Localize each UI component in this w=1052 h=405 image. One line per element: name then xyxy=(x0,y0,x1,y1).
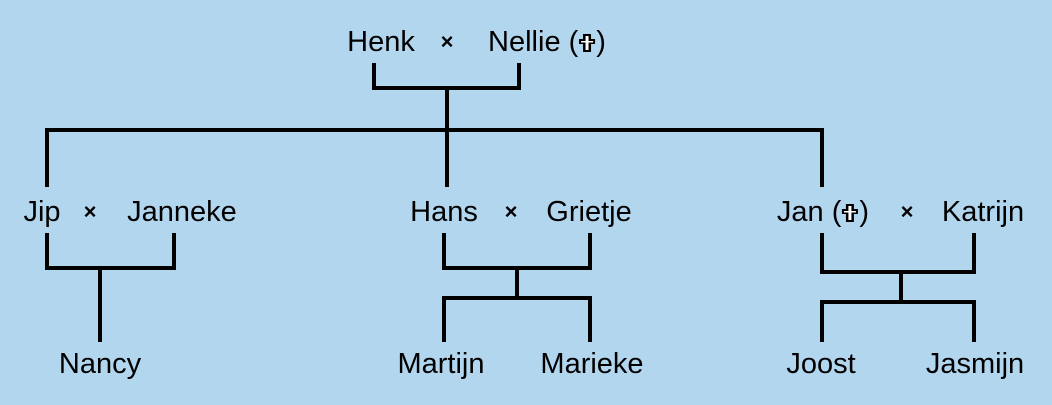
children-bar-hans-grietje xyxy=(442,296,592,342)
person-jasmijn: Jasmijn xyxy=(925,348,1025,380)
person-nellie-name: Nellie xyxy=(488,26,561,58)
person-martijn: Martijn xyxy=(397,348,485,380)
couple-bracket-henk-nellie xyxy=(372,63,521,90)
person-janneke: Janneke xyxy=(127,196,237,228)
person-joost: Joost xyxy=(786,348,856,380)
cross-icon xyxy=(579,34,596,52)
person-grietje: Grietje xyxy=(546,196,632,228)
person-hans: Hans xyxy=(410,196,478,228)
person-jip: Jip xyxy=(23,196,61,228)
marriage-symbol: × xyxy=(83,199,97,224)
person-marieke: Marieke xyxy=(540,348,644,380)
person-katrijn: Katrijn xyxy=(941,196,1025,228)
person-jan-name: Jan xyxy=(776,196,824,228)
marriage-symbol: × xyxy=(440,29,454,54)
couple-bracket-hans-grietje xyxy=(442,233,592,270)
person-henk: Henk xyxy=(347,26,415,58)
person-nellie: Nellie () xyxy=(488,26,606,58)
children-bar-jan-katrijn xyxy=(820,300,976,342)
cross-icon xyxy=(842,204,859,222)
marriage-symbol: × xyxy=(504,199,518,224)
couple-bracket-jip-janneke xyxy=(45,233,176,270)
person-jan: Jan () xyxy=(776,196,870,228)
person-nancy: Nancy xyxy=(58,348,142,380)
children-bar-henk-nellie xyxy=(45,128,824,187)
marriage-symbol: × xyxy=(900,199,914,224)
couple-bracket-jan-katrijn xyxy=(820,233,976,274)
